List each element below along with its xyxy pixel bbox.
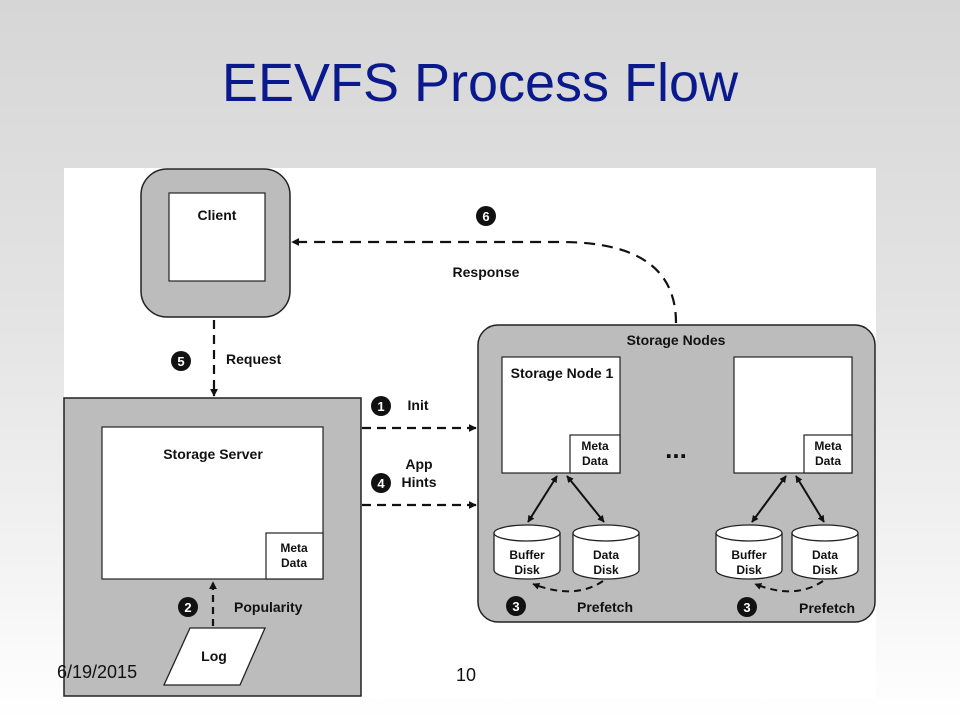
step-6-number: 6 [482,209,489,224]
client-container: Client [140,168,291,318]
storage-server-label: Storage Server [163,446,263,462]
app-hints-label-line1: App [405,456,432,472]
node1-meta-data-box [569,434,621,474]
noden-data-label: Data [815,454,841,468]
node1-to-buffer-arrow [527,475,558,523]
request-label: Request [226,351,282,367]
popularity-label: Popularity [234,599,303,615]
buffer-disk-n-line1: Buffer [731,548,767,562]
app-hints-label-line2: Hints [402,474,437,490]
storage-node-1-label: Storage Node 1 [511,365,614,381]
data-disk-n: Data Disk [791,524,859,580]
nodes-ellipsis: ... [665,434,687,464]
footer-page-number: 10 [456,665,477,685]
log-label: Log [201,648,227,664]
server-meta-data-box [265,532,324,580]
data-disk-n-line1: Data [812,548,838,562]
noden-to-buffer-arrow [751,475,787,523]
buffer-disk-n: Buffer Disk [715,524,783,580]
step-3-number-node1: 3 [512,599,519,614]
client-box [168,192,266,282]
prefetch-label-noden: Prefetch [799,600,855,616]
prefetch-arrow-n [754,580,824,593]
response-label: Response [453,264,520,280]
server-meta-label: Meta [280,541,308,555]
response-arrow [291,238,678,324]
noden-meta-data-box [803,434,853,474]
footer-date: 6/19/2015 [57,662,138,682]
step-2-number: 2 [184,600,191,615]
init-label: Init [408,397,429,413]
storage-nodes-label: Storage Nodes [627,332,726,348]
log-shape: Log [162,627,266,686]
storage-server-container: Storage Server Meta Data [63,397,362,697]
server-data-label: Data [281,556,307,570]
step-4-number: 4 [377,476,385,491]
prefetch-arrow-1 [532,580,604,593]
data-disk-1-line1: Data [593,548,619,562]
step-1-badge: 1 [371,396,391,416]
step-3-badge-noden: 3 [737,597,757,617]
buffer-disk-n-line2: Disk [736,563,762,577]
data-disk-1-line2: Disk [593,563,619,577]
noden-to-data-arrow [795,475,825,523]
buffer-disk-1-line2: Disk [514,563,540,577]
step-4-badge: 4 [371,473,391,493]
step-2-badge: 2 [178,597,198,617]
step-3-number-noden: 3 [743,600,750,615]
node1-meta-label: Meta [581,439,609,453]
buffer-disk-1-line1: Buffer [509,548,545,562]
step-5-badge: 5 [171,351,191,371]
step-3-badge-node1: 3 [506,596,526,616]
buffer-disk-1: Buffer Disk [493,524,561,580]
prefetch-label-node1: Prefetch [577,599,633,615]
client-label: Client [198,207,237,223]
slide-title: EEVFS Process Flow [221,53,739,113]
data-disk-1: Data Disk [572,524,640,580]
noden-meta-label: Meta [814,439,842,453]
data-disk-n-line2: Disk [812,563,838,577]
step-5-number: 5 [177,354,184,369]
step-6-badge: 6 [476,206,496,226]
step-1-number: 1 [377,399,384,414]
node1-data-label: Data [582,454,608,468]
node1-to-data-arrow [566,475,605,523]
